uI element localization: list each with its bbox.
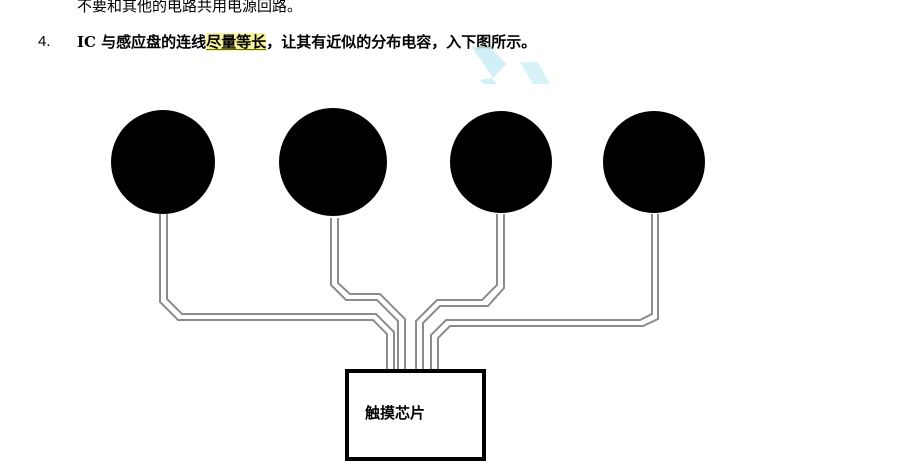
- trace-pad-2-outer: [330, 218, 399, 372]
- trace-pad-4-outer: [430, 214, 653, 372]
- touch-pad-3: [450, 111, 552, 213]
- previous-paragraph-line: 不要和其他的电路共用电源回路。: [77, 0, 303, 15]
- touch-pad-2: [279, 108, 387, 216]
- trace-group: [159, 214, 659, 372]
- trace-pad-1-inner: [166, 214, 395, 372]
- touch-pad-1: [111, 110, 215, 214]
- chip-label: 触摸芯片: [365, 404, 425, 422]
- trace-pad-3-outer: [415, 214, 498, 372]
- touch-pad-4: [603, 111, 705, 213]
- item-text-before: IC 与感应盘的连线: [77, 33, 207, 51]
- highlighted-phrase: 尽量等长: [206, 33, 267, 51]
- touch-chip-box: [345, 369, 486, 461]
- trace-pad-1-outer: [159, 214, 388, 372]
- trace-pad-4-inner: [437, 214, 659, 372]
- list-item-text: IC 与感应盘的连线尽量等长，让其有近似的分布电容，入下图所示。: [77, 29, 536, 55]
- item-text-after: ，让其有近似的分布电容，入下图所示。: [266, 33, 537, 51]
- list-item-number: 4.: [38, 33, 51, 50]
- trace-pad-2-inner: [337, 218, 406, 372]
- trace-pad-3-inner: [422, 214, 505, 372]
